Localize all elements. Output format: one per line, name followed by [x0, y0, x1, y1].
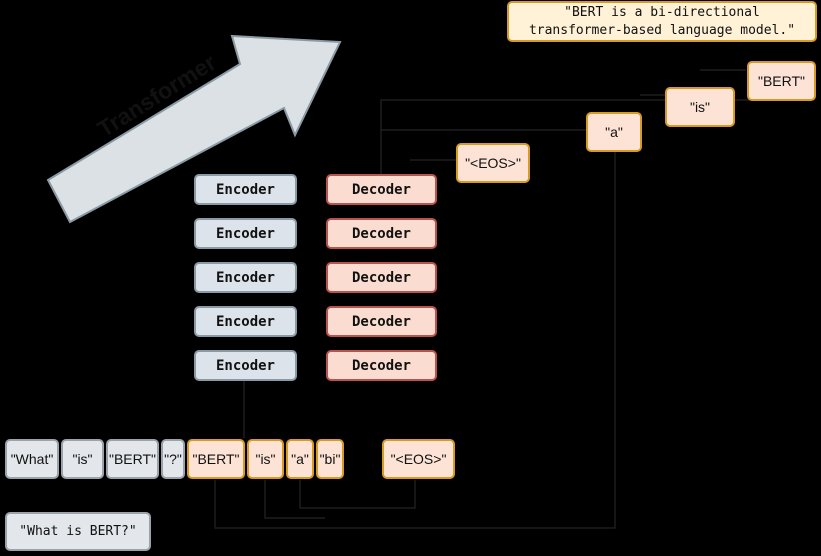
input-token-what: "What" [5, 439, 59, 479]
decoder-block-1: Decoder [326, 174, 437, 205]
input-token-bert: "BERT" [106, 439, 159, 479]
decoder-block-2: Decoder [326, 218, 437, 249]
decoder-block-5: Decoder [326, 350, 437, 381]
input-token-is: "is" [61, 439, 104, 479]
encoder-block-5: Encoder [194, 350, 297, 381]
transformer-arrow-icon [46, 34, 342, 224]
output-token-bert: "BERT" [187, 439, 245, 479]
generated-token-a: "a" [586, 112, 642, 152]
generated-token-bert: "BERT" [747, 61, 816, 101]
output-sentence-box: "BERT is a bi-directional transformer-ba… [507, 1, 817, 42]
decoder-block-4: Decoder [326, 306, 437, 337]
output-token-eos: "<EOS>" [382, 439, 455, 479]
encoder-block-2: Encoder [194, 218, 297, 249]
input-token-question: "?" [161, 439, 185, 479]
generated-token-is: "is" [665, 87, 735, 127]
generated-token-eos: "<EOS>" [456, 143, 530, 183]
output-token-is: "is" [247, 439, 284, 479]
output-token-a: "a" [286, 439, 314, 479]
encoder-block-4: Encoder [194, 306, 297, 337]
prompt-box: "What is BERT?" [5, 512, 151, 551]
encoder-block-3: Encoder [194, 262, 297, 293]
decoder-block-3: Decoder [326, 262, 437, 293]
encoder-block-1: Encoder [194, 174, 297, 205]
output-token-bi: "bi" [316, 439, 344, 479]
